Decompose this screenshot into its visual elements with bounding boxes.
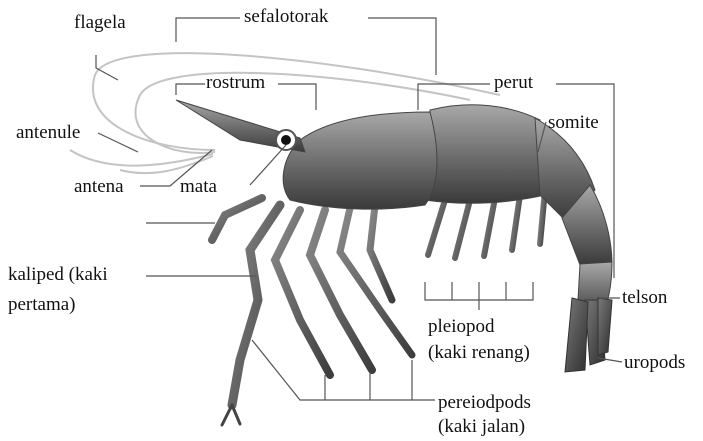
- walking-legs: [212, 198, 412, 405]
- label-perut: perut: [494, 72, 533, 94]
- label-pleiopod-line2: (kaki renang): [428, 342, 530, 364]
- cephalothorax: [283, 112, 437, 209]
- label-pereiodpods-line2: (kaki jalan): [438, 416, 525, 438]
- label-antenule: antenule: [16, 122, 80, 144]
- tail-fan: [565, 298, 612, 372]
- label-kaliped-line2: pertama): [8, 294, 76, 316]
- label-somite: somite: [548, 112, 599, 134]
- label-pereiodpods-line1: pereiodpods: [438, 392, 531, 414]
- label-sefalotorak: sefalotorak: [244, 6, 328, 28]
- claw: [222, 405, 240, 425]
- label-antena: antena: [74, 176, 124, 198]
- label-uropods: uropods: [624, 352, 685, 374]
- label-telson: telson: [622, 287, 667, 309]
- label-flagela: flagela: [74, 12, 126, 34]
- label-pleiopod-line1: pleiopod: [428, 316, 495, 338]
- label-rostrum: rostrum: [206, 72, 265, 94]
- eye: [276, 130, 296, 150]
- label-kaliped-line1: kaliped (kaki: [8, 264, 108, 286]
- label-mata: mata: [180, 176, 217, 198]
